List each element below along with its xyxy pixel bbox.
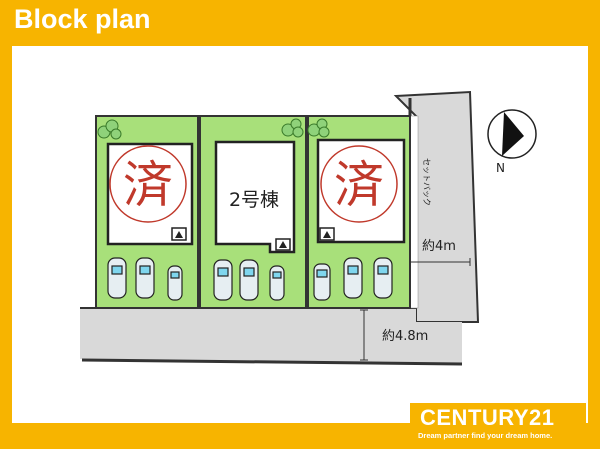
brand-tagline: Dream partner find your dream home. [418, 431, 553, 440]
road-width-south-label: 約4.8m [382, 329, 428, 344]
setback-label: セットバック [422, 158, 431, 206]
road-width-east-label: 約4m [422, 239, 456, 254]
tree-icon [281, 118, 304, 138]
setback-strip [409, 115, 419, 309]
lot-2-label: 2号棟 [229, 189, 279, 211]
brand-name: CENTURY21 [420, 405, 555, 430]
title-bar: Block plan [0, 0, 190, 46]
site-plan-drawing: 済 2号棟 済 [80, 90, 537, 366]
lot-3-sold-stamp [320, 145, 398, 223]
century21-logo: CENTURY21 Dream partner find your dream … [410, 403, 586, 443]
entrance-icon [171, 227, 187, 241]
entrance-icon [275, 238, 291, 251]
page-title: Block plan [14, 4, 151, 34]
compass-icon [487, 109, 537, 159]
tree-icon [97, 119, 122, 140]
road-edge-south [81, 358, 463, 366]
lot-3-label: 済 [334, 156, 384, 214]
tree-icon [307, 118, 330, 138]
dimension-south-road [360, 309, 368, 361]
lot-1-sold-stamp [109, 145, 187, 223]
parked-cars [107, 257, 393, 301]
lot-1-label: 済 [123, 156, 173, 214]
entrance-icon [319, 227, 335, 241]
lot-2-house [214, 140, 296, 254]
compass-label: N [496, 161, 505, 175]
dimension-east-road [409, 258, 471, 266]
south-road [80, 308, 462, 363]
